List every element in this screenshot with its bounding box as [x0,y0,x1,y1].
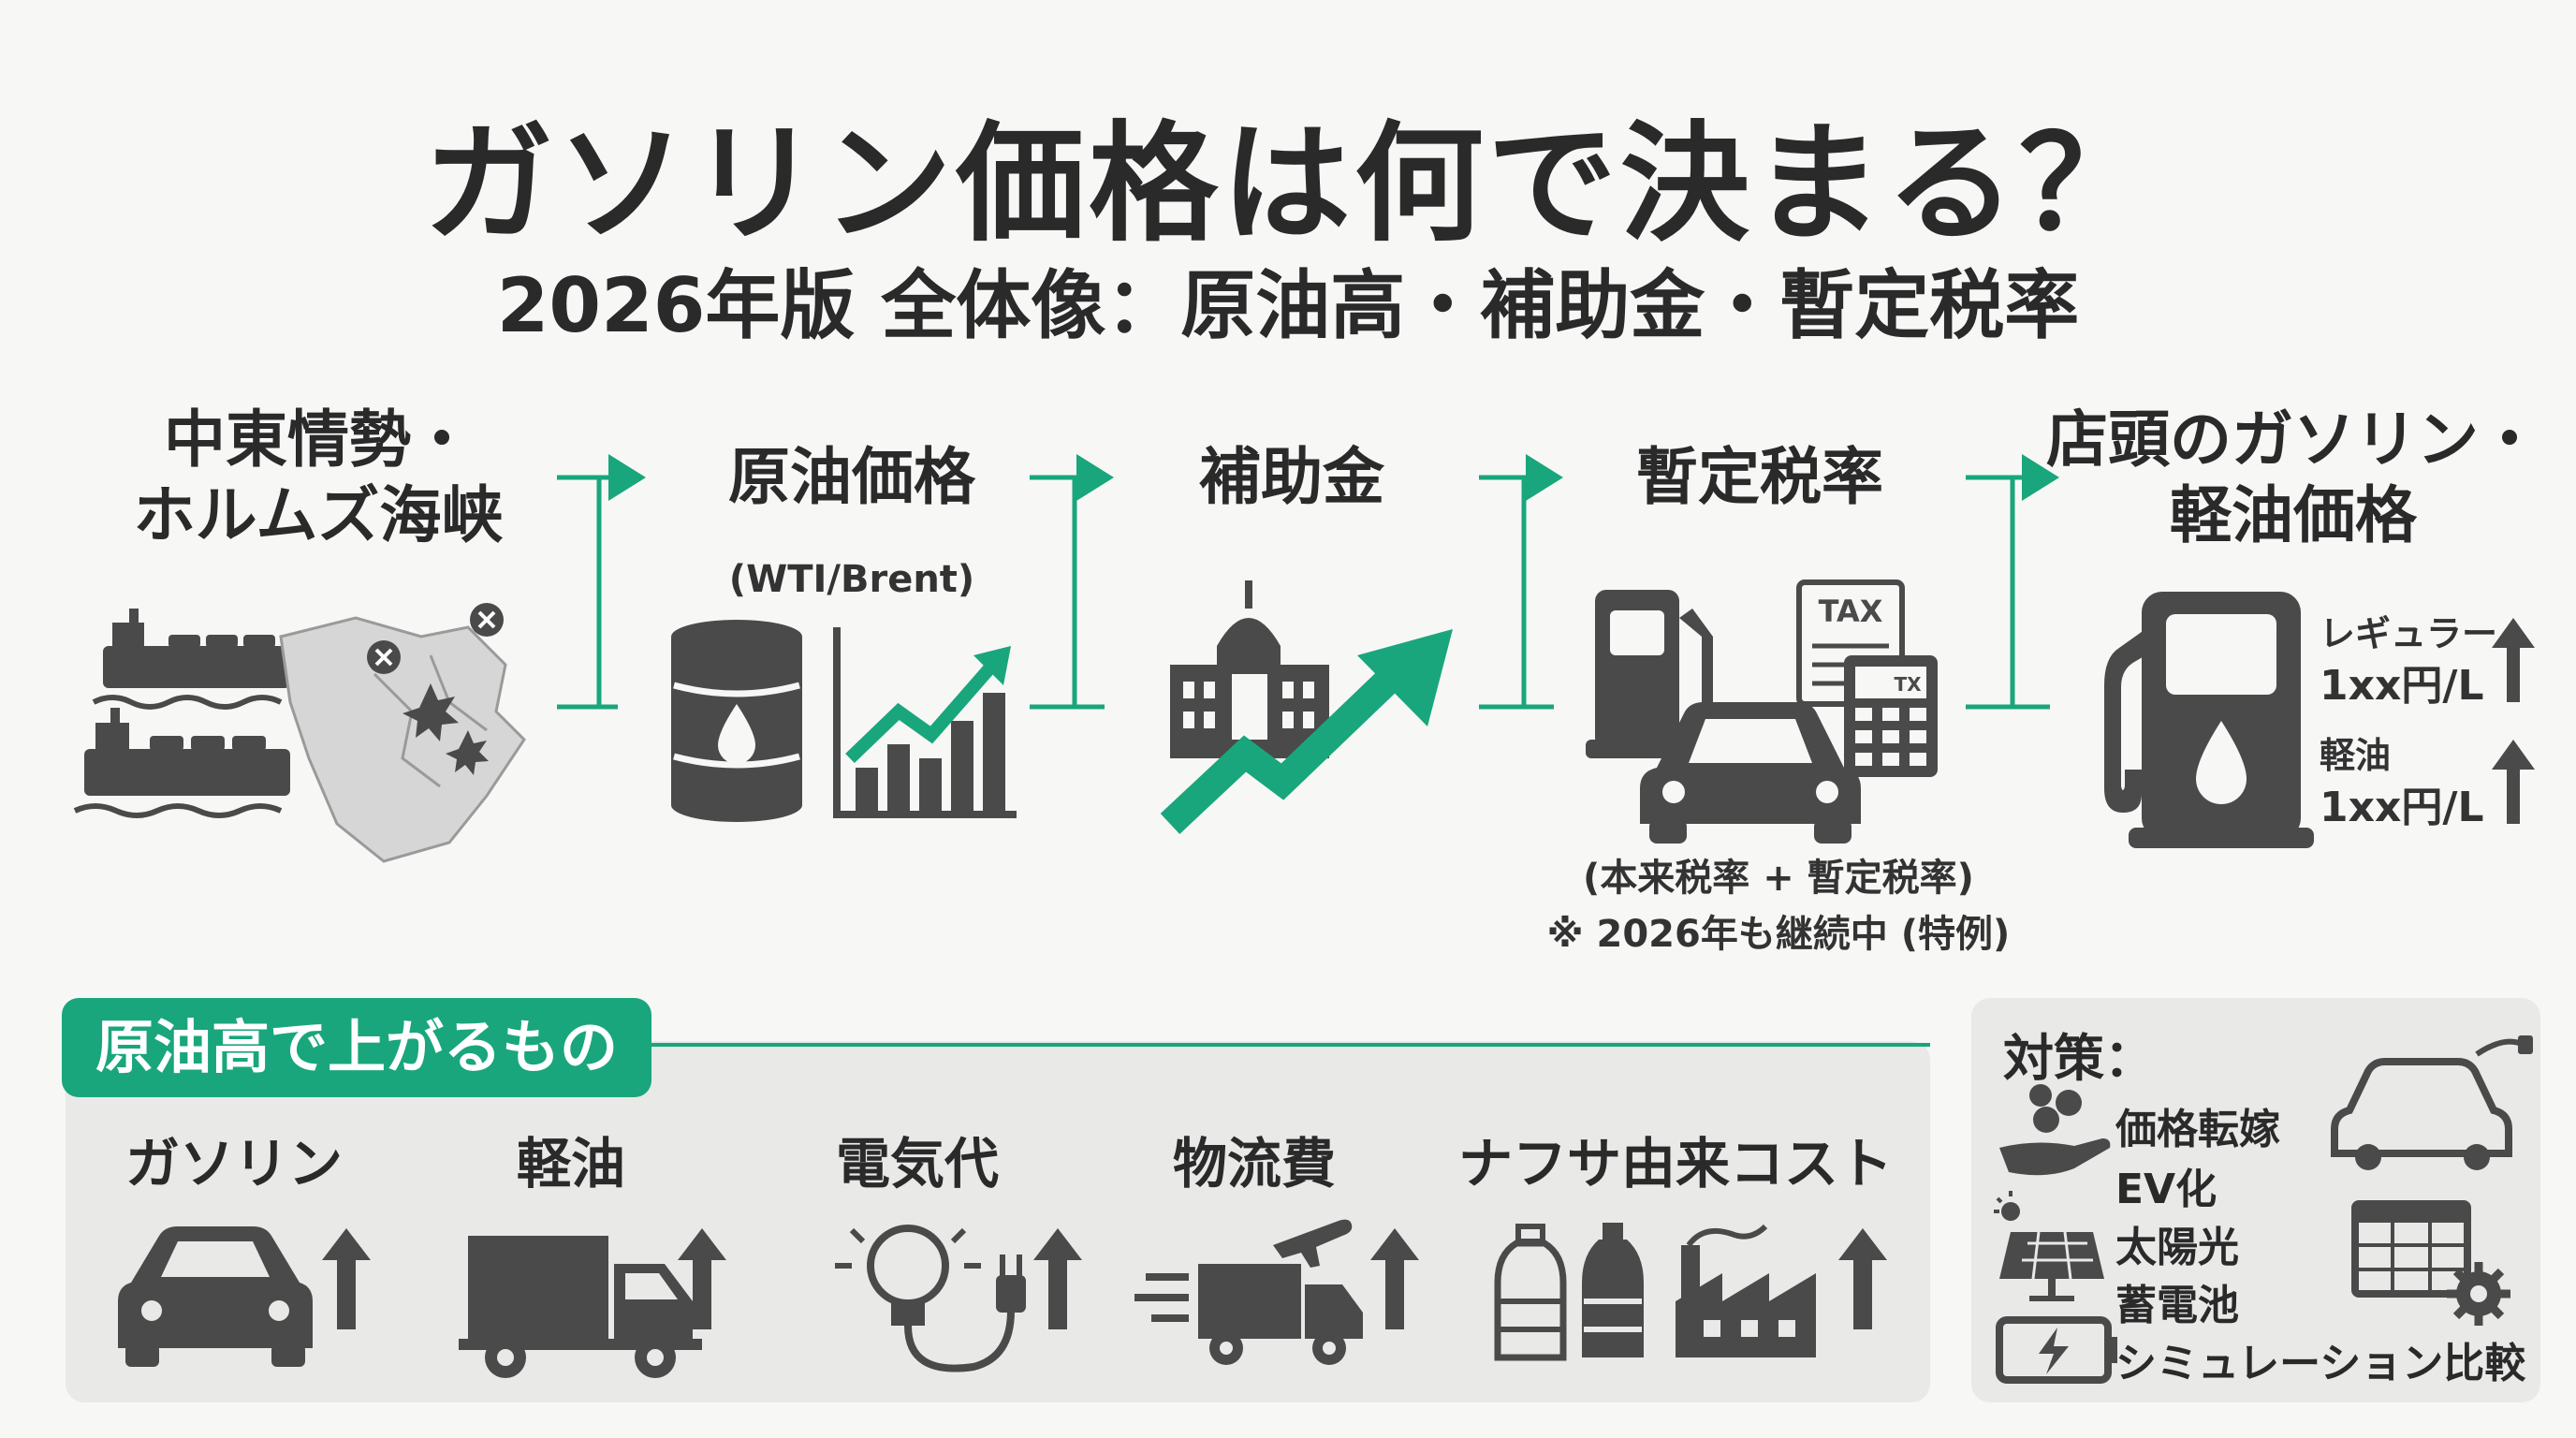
price-up-arrows [2492,618,2535,824]
up-arrow-icon [2492,740,2535,824]
up-arrow-icon [1033,1228,1082,1329]
diesel-price: 軽油 1xx円/L [2320,732,2483,836]
measure-solar: 太陽光 [2115,1224,2239,1271]
stage-retail-price-label: 店頭のガソリン・ 軽油価格 [2031,403,2555,553]
calculator-label: TX [1894,673,1922,696]
rising-costs-badge: 原油高で上がるもの [62,998,652,1097]
up-arrow-icon [678,1228,726,1329]
money-hand-icon [1999,1084,2111,1176]
measure-simulation: シミュレーション比較 [2115,1340,2526,1387]
crude-oil-sublabel: (WTI/Brent) [728,558,975,601]
delivery-truck-plane-icon [1134,1219,1363,1365]
stage-label-line: 中東情勢・ [164,404,473,476]
stage-crude-oil-label: 原油価格 [728,441,975,513]
tax-note-line: ※ 2026年も継続中 (特例) [1546,913,2011,956]
lightbulb-plug-icon [835,1225,1026,1372]
stage-subsidy-label: 補助金 [1199,441,1384,513]
tax-note-line: (本来税率 + 暫定税率) [1583,857,1974,900]
regular-price-value: 1xx円/L [2320,662,2484,711]
spreadsheet-gear-icon [2351,1200,2510,1326]
middle-east-map-ships-icon [73,603,526,863]
rising-chart-icon [833,627,1017,818]
government-building-arrow-icon [1160,580,1453,834]
page-title: ガソリン価格は何で決まる？ [423,109,2152,259]
tax-document-label: TAX [1819,594,1883,629]
stage-label-line: ホルムズ海峡 [133,478,504,551]
measures-icons [1994,1035,2533,1384]
truck-icon [459,1236,702,1378]
up-arrow-icon [1370,1228,1419,1329]
ev-car-icon [2331,1035,2533,1170]
up-arrow-icon [2492,618,2535,702]
rising-item-electricity-label: 電気代 [835,1132,999,1196]
connector-4 [1966,477,2050,710]
measure-ev: EV化 [2115,1166,2217,1213]
connector-3 [1479,477,1554,710]
stage-label-line: 店頭のガソリン・ [2046,404,2540,476]
stage-middle-east-label: 中東情勢・ ホルムズ海峡 [84,403,552,553]
battery-icon [1996,1316,2117,1384]
up-arrow-icon [322,1228,371,1329]
rising-item-gasoline-label: ガソリン [124,1132,343,1196]
rising-item-diesel-label: 軽油 [516,1132,625,1196]
oil-barrel-icon [671,620,802,822]
stage-provisional-tax-label: 暫定税率 [1636,441,1883,513]
up-arrow-icon [1838,1228,1887,1329]
regular-price-name: レギュラー [2320,613,2498,654]
rising-items-icons [118,1219,1887,1378]
tax-pump-car-icon: TAX TX [1586,580,1938,844]
tax-note: (本来税率 + 暫定税率) ※ 2026年も継続中 (特例) [1535,850,2022,962]
connector-1 [557,477,637,710]
rising-item-logistics-label: 物流費 [1172,1132,1336,1196]
diesel-price-value: 1xx円/L [2320,784,2484,832]
rising-costs-divider [646,1043,1930,1047]
fuel-pump-icon [2104,592,2314,848]
bottles-factory-icon [1494,1223,1816,1361]
measure-price-pass-through: 価格転嫁 [2115,1106,2280,1153]
measures-title: 対策： [2003,1029,2155,1088]
page-subtitle: 2026年版 全体像：原油高・補助金・暫定税率 [496,262,2080,349]
solar-panel-icon [1994,1191,2104,1301]
stage-label-line: 軽油価格 [2170,478,2417,551]
rising-item-naphtha-label: ナフサ由来コスト [1457,1132,1893,1196]
diesel-price-name: 軽油 [2320,735,2392,776]
car-icon [118,1226,313,1367]
measure-battery: 蓄電池 [2115,1282,2239,1329]
connector-2 [1030,477,1105,710]
regular-price: レギュラー 1xx円/L [2320,610,2497,714]
